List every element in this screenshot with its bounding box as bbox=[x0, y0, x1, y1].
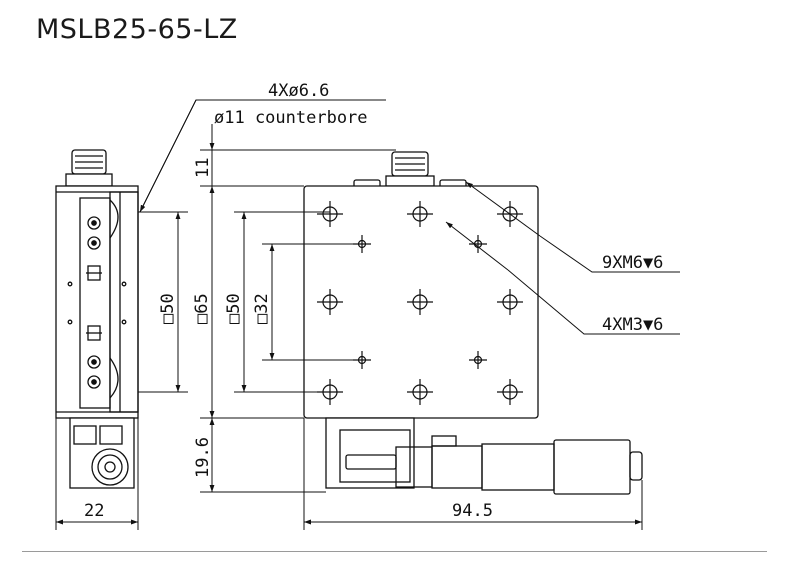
drawing-title: MSLB25-65-LZ bbox=[36, 14, 238, 45]
label-dim-sq50-top: □50 bbox=[224, 293, 244, 324]
dimension-lines bbox=[55, 99, 680, 530]
label-dim-sq65: □65 bbox=[192, 293, 212, 324]
label-dim-11: 11 bbox=[193, 158, 213, 178]
label-through-hole: 4Xø6.6 bbox=[268, 81, 329, 101]
label-tap-m3: 4XM3▼6 bbox=[602, 315, 663, 335]
label-dim-sq32: □32 bbox=[252, 293, 272, 324]
side-view bbox=[55, 149, 139, 489]
label-dim-22: 22 bbox=[84, 501, 104, 521]
bottom-divider bbox=[22, 551, 767, 552]
label-dim-94-5: 94.5 bbox=[452, 501, 493, 521]
label-counterbore: ø11 counterbore bbox=[214, 108, 368, 128]
label-dim-19-6: 19.6 bbox=[193, 437, 213, 478]
top-view bbox=[303, 151, 643, 495]
label-dim-sq50-side: □50 bbox=[158, 293, 178, 324]
label-tap-m6: 9XM6▼6 bbox=[602, 253, 663, 273]
dimension-labels: 4Xø6.6 ø11 counterbore 9XM6▼6 4XM3▼6 22 … bbox=[84, 81, 663, 521]
